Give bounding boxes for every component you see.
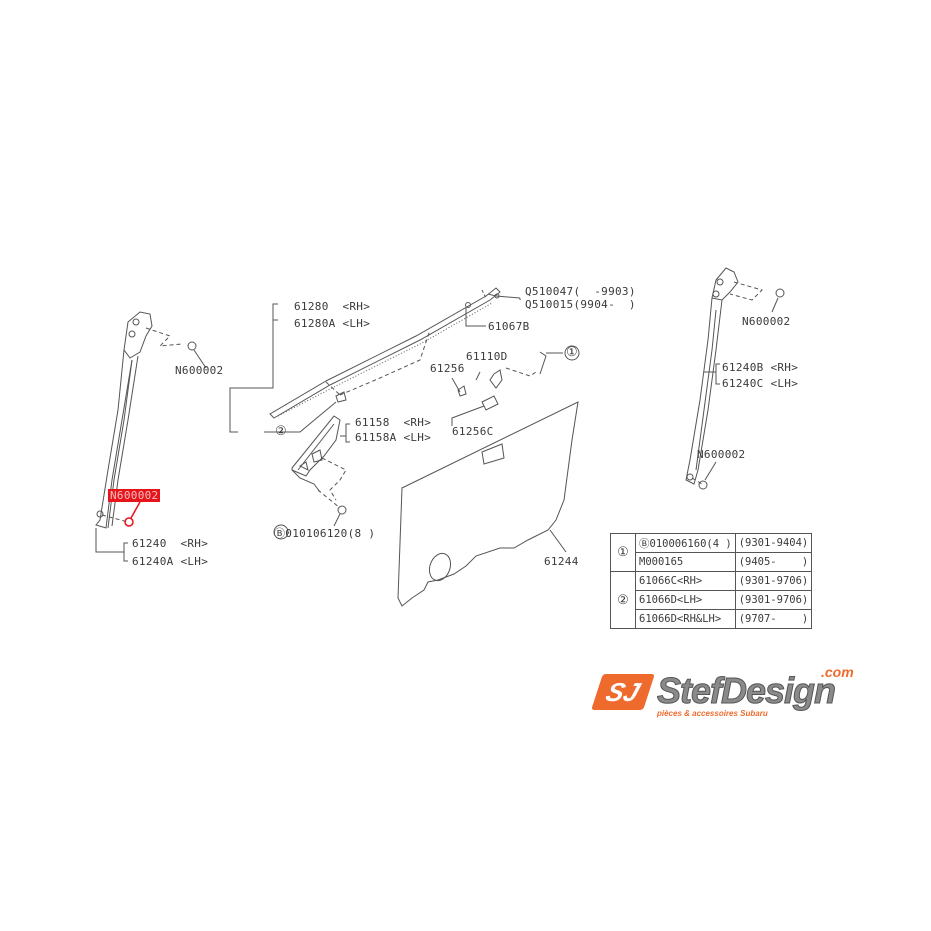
- hardware-61110d-61256: [451, 345, 580, 426]
- logo-domain-suffix: .com: [821, 664, 854, 680]
- highlight-n600002: N600002: [108, 489, 161, 502]
- ref-cell-2: ②: [610, 571, 636, 629]
- label-61280a-lh: 61280A <LH>: [294, 317, 371, 330]
- stefdesign-logo: SJ StefDesign .com pièces & accessoires …: [591, 664, 855, 718]
- label-61244: 61244: [544, 555, 579, 568]
- callout-ref-1: ①: [566, 345, 578, 360]
- label-n600002-top-right: N600002: [742, 315, 791, 328]
- part-cell: M000165: [635, 552, 736, 572]
- part-cell: 61066D<RH&LH>: [635, 609, 736, 629]
- label-61067b: 61067B: [488, 320, 530, 333]
- label-61240a-lh: 61240A <LH>: [132, 555, 209, 568]
- label-n600002-top-left: N600002: [175, 364, 224, 377]
- part-cell: 61066C<RH>: [635, 571, 736, 591]
- quarter-glass-61158: [273, 415, 350, 540]
- logo-tagline: pièces & accessoires Subaru: [657, 709, 768, 718]
- label-bolt-010106120: Ⓑ010106120(8 ): [274, 527, 376, 540]
- label-61240b-rh: 61240B <RH>: [722, 361, 799, 374]
- label-61158-rh: 61158 <RH>: [355, 416, 432, 429]
- table-row: ① Ⓑ010006160(4 ) (9301-9404): [610, 533, 813, 572]
- label-61110d: 61110D: [466, 350, 508, 363]
- part-cell: 61066D<LH>: [635, 590, 736, 610]
- parts-reference-table: ① Ⓑ010006160(4 ) (9301-9404) M000165 (94…: [610, 533, 813, 629]
- weatherstrip-61280: [229, 287, 501, 433]
- label-61240c-lh: 61240C <LH>: [722, 377, 799, 390]
- label-q510015: Q510015(9904- ): [525, 298, 636, 311]
- logo-mark: SJ: [591, 674, 655, 710]
- range-cell: (9301-9404): [734, 533, 813, 553]
- left-channel-61240: [95, 311, 207, 562]
- right-channel-61240b: [685, 267, 785, 490]
- callout-ref-2: ②: [275, 424, 287, 439]
- part-cell: Ⓑ010006160(4 ): [635, 533, 736, 553]
- range-cell: (9301-9706): [734, 590, 813, 610]
- range-cell: (9301-9706): [734, 571, 813, 591]
- table-row: 61066D<LH> (9301-9706): [611, 590, 813, 610]
- range-cell: (9707- ): [734, 609, 813, 629]
- range-cell: (9405- ): [734, 552, 813, 572]
- table-row: M000165 (9405- ): [611, 552, 813, 572]
- label-61280-rh: 61280 <RH>: [294, 300, 371, 313]
- label-n600002-bottom-right: N600002: [697, 448, 746, 461]
- ref-cell-1: ①: [610, 533, 636, 572]
- label-q510047: Q510047( -9903): [525, 285, 636, 298]
- logo-name: StefDesign: [656, 670, 836, 712]
- label-61158a-lh: 61158A <LH>: [355, 431, 432, 444]
- label-61240-rh: 61240 <RH>: [132, 537, 209, 550]
- label-61256: 61256: [430, 362, 465, 375]
- table-row: 61066D<RH&LH> (9707- ): [611, 609, 813, 629]
- label-n600002-highlighted: N600002: [108, 489, 161, 502]
- clips-top: [465, 289, 521, 327]
- table-row: ② 61066C<RH> (9301-9706): [610, 571, 813, 629]
- door-trim-panel-61244: [397, 401, 579, 607]
- label-61256c: 61256C: [452, 425, 494, 438]
